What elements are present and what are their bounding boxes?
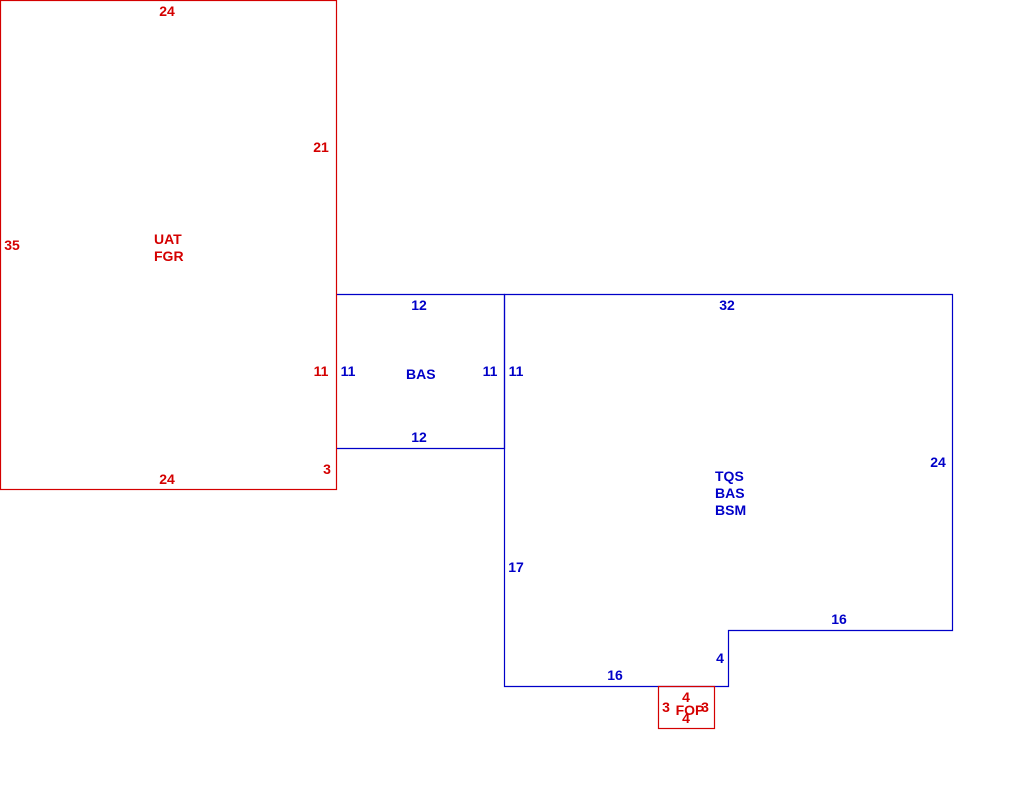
garage-dim-top: 24 [159,3,175,19]
garage-code-1: UAT [154,231,182,247]
porch-code: FOP [676,702,705,718]
porch-dim-left: 3 [662,699,670,715]
bas-small-dim-top: 12 [411,297,427,313]
main-dim-right: 24 [930,454,946,470]
main-code-1: TQS [715,468,744,484]
bas-small-dim-left: 11 [341,363,356,379]
garage-outline [0,0,338,491]
garage-dim-right-mid: 11 [314,363,329,379]
main-dim-step-vertical: 4 [716,650,724,666]
main-dim-top: 32 [719,297,735,313]
garage-dim-left: 35 [4,237,20,253]
main-dim-left-upper: 11 [509,363,524,379]
garage-dim-bottom: 24 [159,471,175,487]
bas-small-dim-bottom: 12 [411,429,427,445]
porch-dim-right: 3 [701,699,709,715]
porch-dim-top: 4 [682,689,690,705]
porch-outline [657,685,716,730]
garage-area: 24 21 11 3 24 35 UAT FGR [0,0,338,491]
main-dim-step-top: 16 [831,611,847,627]
garage-dim-right-upper: 21 [313,139,329,155]
garage-dim-right-lower: 3 [323,461,331,477]
bas-small-code: BAS [406,366,436,382]
bas-small-area: 12 11 11 12 BAS [337,293,506,450]
main-dim-left-lower: 17 [508,559,524,575]
main-area: 32 11 24 16 4 16 17 TQS BAS BSM [503,293,954,688]
porch-area: 4 3 3 4 FOP [657,685,716,730]
main-outline [503,293,954,688]
main-code-2: BAS [715,485,745,501]
bas-small-dim-right: 11 [483,363,498,379]
main-dim-bottom: 16 [607,667,623,683]
main-code-3: BSM [715,502,746,518]
garage-code-2: FGR [154,248,184,264]
porch-dim-bottom: 4 [682,710,690,726]
